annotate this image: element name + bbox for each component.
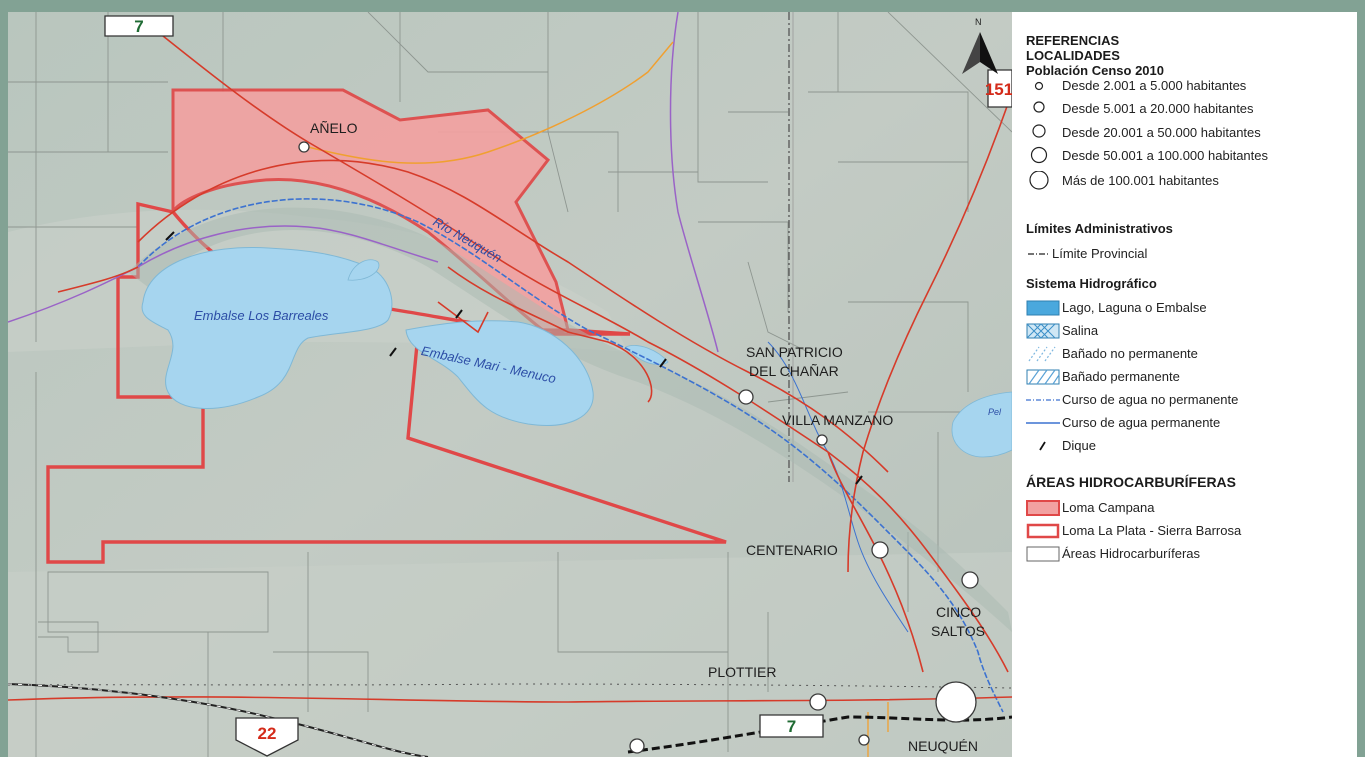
- locality-centenario: [871, 541, 889, 559]
- legend-hydro-5: Curso de agua no permanente: [1026, 390, 1356, 410]
- relief-shade: [8, 552, 1012, 757]
- circle-xl-icon: [1029, 171, 1049, 190]
- salina-icon: [1026, 323, 1060, 339]
- locality-small: [858, 734, 870, 746]
- label-centenario: CENTENARIO: [746, 542, 838, 558]
- label-cinco-saltos-1: CINCO: [936, 604, 982, 620]
- legend-hydro-4: Bañado permanente: [1026, 367, 1356, 387]
- circle-l-icon: [1030, 146, 1048, 164]
- banado-no-permanente-icon: [1028, 346, 1056, 362]
- provincial-limit-bottom: [627, 715, 1012, 754]
- dam-icon: [165, 231, 863, 485]
- label-plottier: PLOTTIER: [708, 664, 777, 680]
- route-7-top: 7: [134, 17, 144, 36]
- rio-neuquen: [137, 198, 1004, 713]
- label-anelo: AÑELO: [310, 120, 358, 136]
- legend-pop-4: Desde 50.001 a 100.000 habitantes: [1026, 146, 1356, 166]
- legend-pop-1: Desde 2.001 a 5.000 habitantes: [1026, 76, 1356, 96]
- legend-hydro-2: Salina: [1026, 321, 1356, 341]
- label-neuquen: NEUQUÉN: [908, 738, 979, 754]
- label-villa-manzano: VILLA MANZANO: [782, 412, 894, 428]
- legend-admin-1: Límite Provincial: [1026, 244, 1356, 264]
- north-label: N: [975, 17, 982, 27]
- stream: [767, 341, 909, 633]
- loma-campana-icon: [1026, 500, 1060, 516]
- legend-poblacion: Población Censo 2010: [1026, 63, 1164, 78]
- legend-pop-2: Desde 5.001 a 20.000 habitantes: [1026, 99, 1356, 119]
- curso-no-permanente-icon: [1026, 399, 1060, 401]
- route-7-bottom: 7: [786, 717, 797, 736]
- map-graphics: [8, 12, 1012, 757]
- dam-icon: [1039, 441, 1046, 451]
- areas-hidrocarburiferas-icon: [1026, 546, 1060, 562]
- label-san-patricio-1: SAN PATRICIO: [746, 344, 843, 360]
- lake-icon: [1026, 300, 1060, 316]
- legend-hydro-1: Lago, Laguna o Embalse: [1026, 298, 1356, 318]
- legend-panel: REFERENCIAS LOCALIDADES Población Censo …: [1012, 12, 1357, 757]
- legend-area-1: Loma Campana: [1026, 498, 1356, 518]
- legend-pop-3: Desde 20.001 a 50.000 habitantes: [1026, 123, 1356, 143]
- admin-grid-lines: [8, 12, 1012, 757]
- circle-xs-icon: [1034, 81, 1044, 91]
- legend-admin-title: Límites Administrativos: [1026, 221, 1173, 236]
- lake-mari-menuco: [405, 320, 594, 426]
- legend-localidades: LOCALIDADES: [1026, 48, 1120, 63]
- label-cinco-saltos-2: SALTOS: [931, 623, 985, 639]
- pipelines: [8, 12, 719, 353]
- legend-areas-title: ÁREAS HIDROCARBURÍFERAS: [1026, 474, 1237, 490]
- roads: [8, 31, 1012, 703]
- map-canvas[interactable]: AÑELO SAN PATRICIO DEL CHAÑAR VILLA MANZ…: [8, 12, 1012, 757]
- locality-villa-manzano: [816, 434, 828, 446]
- lake-pellegrini: [951, 391, 1012, 458]
- curso-permanente-icon: [1026, 422, 1060, 424]
- route-151: 151: [984, 80, 1012, 99]
- orange-line: [307, 41, 674, 164]
- lake-small: [625, 345, 669, 365]
- legend-pop-5: Más de 100.001 habitantes: [1026, 171, 1356, 191]
- locality-san-patricio: [738, 389, 754, 405]
- legend-area-2: Loma La Plata - Sierra Barrosa: [1026, 521, 1356, 541]
- locality-small: [629, 738, 645, 754]
- locality-plottier: [809, 693, 827, 711]
- provincial-limit-icon: [1028, 253, 1048, 255]
- circle-m-icon: [1032, 124, 1046, 138]
- legend-hydro-7: Dique: [1026, 436, 1356, 456]
- label-pel: Pel: [988, 407, 1002, 417]
- banado-permanente-icon: [1026, 369, 1060, 385]
- label-san-patricio-2: DEL CHAÑAR: [749, 363, 839, 379]
- circle-s-icon: [1033, 101, 1045, 113]
- lake-los-barreales: [141, 246, 393, 409]
- locality-neuquen: [935, 681, 977, 723]
- legend-hydro-6: Curso de agua permanente: [1026, 413, 1356, 433]
- legend-hydro-3: Bañado no permanente: [1026, 344, 1356, 364]
- label-embalse-los-barreales: Embalse Los Barreales: [194, 308, 329, 323]
- loma-la-plata-icon: [1026, 523, 1060, 539]
- legend-title: REFERENCIAS: [1026, 33, 1120, 48]
- locality-anelo: [298, 141, 310, 153]
- legend-area-3: Áreas Hidrocarburíferas: [1026, 544, 1356, 564]
- route-shields: [104, 15, 1012, 757]
- legend-hydro-title: Sistema Hidrográfico: [1026, 276, 1157, 291]
- north-arrow-icon: [962, 32, 998, 74]
- locality-cinco-saltos: [961, 571, 979, 589]
- route-22: 22: [257, 724, 277, 743]
